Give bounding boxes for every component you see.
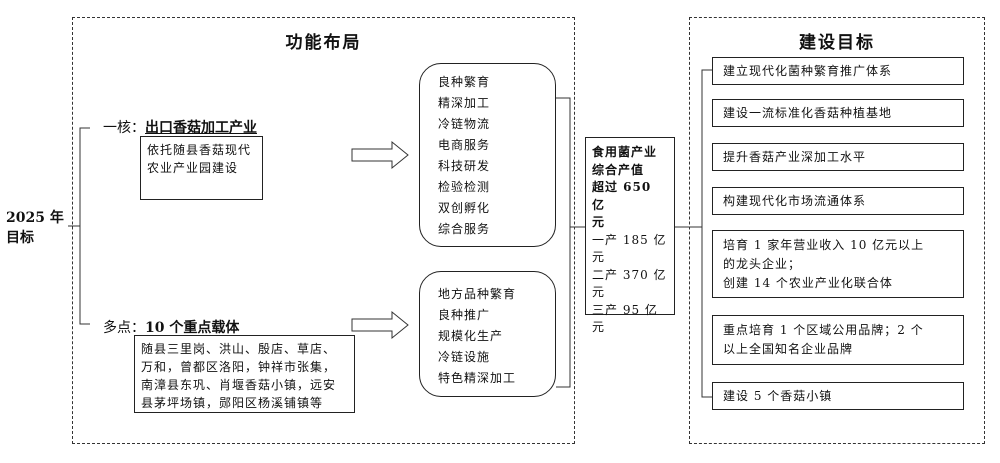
- multi-desc-box: 随县三里岗、洪山、殷店、草店、万和，曾都区洛阳，钟祥市张集，南漳县东巩、肖堰香菇…: [134, 335, 355, 413]
- function-item: 冷链物流: [438, 117, 491, 131]
- value-title-line: 综合产值: [592, 162, 645, 177]
- goals-panel-title: 建设目标: [799, 33, 875, 53]
- core-arrow: [351, 140, 409, 170]
- goal-box: 建设 5 个香菇小镇: [712, 382, 964, 410]
- core-prefix: 一核：: [103, 120, 145, 136]
- goal-text: 提升香菇产业深加工水平: [723, 149, 867, 164]
- goal-box: 培育 1 家年营业收入 10 亿元以上 的龙头企业； 创建 14 个农业产业化联…: [712, 230, 964, 298]
- goal-text: 创建 14 个农业产业化联合体: [723, 275, 893, 290]
- value-title-line: 元: [592, 215, 606, 229]
- function-item: 良种推广: [438, 308, 491, 322]
- function-item: 科技研发: [438, 159, 491, 173]
- function-item: 良种繁育: [438, 75, 491, 89]
- goal-text: 建立现代化菌种繁育推广体系: [723, 63, 893, 78]
- core-desc: 依托随县香菇现代农业产业园建设: [147, 143, 252, 175]
- goal-text: 建设 5 个香菇小镇: [723, 388, 833, 403]
- goals-bracket: [701, 69, 712, 398]
- goal-text: 以上全国知名企业品牌: [723, 342, 854, 356]
- value-detail-line: 元: [592, 285, 606, 299]
- goal-box: 建设一流标准化香菇种植基地: [712, 99, 964, 127]
- function-item: 地方品种繁育: [438, 287, 517, 301]
- function-item: 精深加工: [438, 96, 491, 110]
- layout-panel: 功能布局: [72, 17, 575, 444]
- core-functions-box: 良种繁育 精深加工 冷链物流 电商服务 科技研发 检验检测 双创孵化 综合服务: [419, 63, 556, 247]
- goal-box: 建立现代化菌种繁育推广体系: [712, 57, 964, 85]
- value-title-line: 超过 650 亿: [592, 180, 652, 212]
- layout-panel-title: 功能布局: [285, 33, 362, 53]
- root-target: 目标: [6, 230, 34, 246]
- goal-box: 提升香菇产业深加工水平: [712, 143, 964, 171]
- root-year: 2025 年: [6, 210, 64, 226]
- multi-functions-box: 地方品种繁育 良种推广 规模化生产 冷链设施 特色精深加工: [419, 271, 556, 397]
- goal-text: 建设一流标准化香菇种植基地: [723, 105, 893, 120]
- core-label: 一核：出口香菇加工产业: [103, 117, 257, 137]
- goal-text: 培育 1 家年营业收入 10 亿元以上: [723, 237, 925, 252]
- function-item: 综合服务: [438, 222, 491, 236]
- value-title-line: 食用菌产业: [592, 145, 658, 159]
- functions-bracket: [556, 97, 571, 388]
- goal-box: 构建现代化市场流通体系: [712, 187, 964, 215]
- value-detail-line: 一产 185 亿: [592, 232, 667, 247]
- goal-text: 的龙头企业；: [723, 256, 802, 271]
- core-name: 出口香菇加工产业: [145, 120, 257, 136]
- function-item: 检验检测: [438, 180, 491, 194]
- multi-arrow: [351, 310, 409, 340]
- value-detail-line: 二产 370 亿: [592, 267, 667, 282]
- value-detail-line: 三产 95 亿元: [592, 302, 658, 335]
- multi-label: 多点：10 个重点载体: [103, 317, 239, 337]
- core-desc-box: 依托随县香菇现代农业产业园建设: [140, 136, 263, 200]
- function-item: 双创孵化: [438, 201, 491, 215]
- function-item: 冷链设施: [438, 350, 491, 364]
- value-detail-line: 元: [592, 250, 606, 264]
- goal-box: 重点培育 1 个区域公用品牌；2 个 以上全国知名企业品牌: [712, 315, 964, 365]
- output-value-box: 食用菌产业 综合产值 超过 650 亿 元 一产 185 亿 元 二产 370 …: [585, 137, 675, 334]
- root-label: 2025 年 目标: [6, 208, 64, 248]
- goal-text: 构建现代化市场流通体系: [723, 193, 867, 208]
- function-item: 特色精深加工: [438, 371, 517, 385]
- function-item: 规模化生产: [438, 329, 504, 343]
- multi-name: 10 个重点载体: [145, 320, 240, 336]
- multi-desc: 随县三里岗、洪山、殷店、草店、万和，曾都区洛阳，钟祥市张集，南漳县东巩、肖堰香菇…: [141, 342, 337, 410]
- function-item: 电商服务: [438, 138, 491, 152]
- goals-panel: 建设目标: [689, 17, 985, 444]
- goal-text: 重点培育 1 个区域公用品牌；2 个: [723, 323, 924, 337]
- multi-prefix: 多点：: [103, 320, 145, 336]
